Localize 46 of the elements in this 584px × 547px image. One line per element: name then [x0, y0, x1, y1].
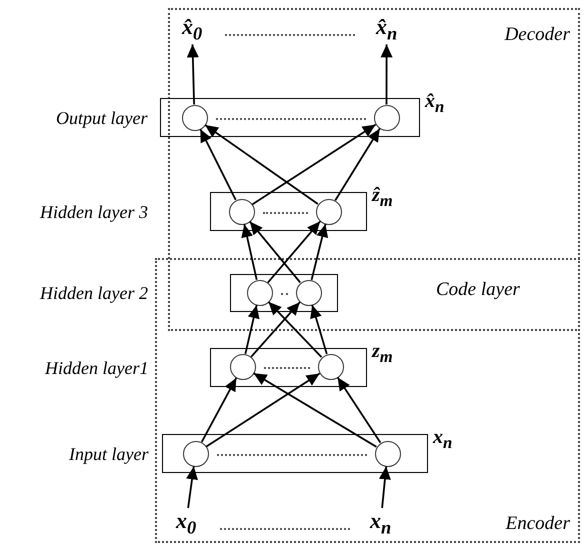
- neuron-circle: [230, 354, 256, 380]
- region-label: Encoder: [506, 513, 570, 535]
- symbol-text: x̂$_{n}$: [376, 14, 398, 44]
- arrow: [310, 224, 328, 280]
- arrow: [380, 44, 393, 104]
- arrow: [253, 372, 377, 448]
- layer-label: Input layer: [69, 442, 148, 464]
- layer-label: Hidden layer1: [45, 356, 148, 378]
- neuron-circle: [374, 440, 400, 466]
- arrow: [249, 220, 301, 284]
- arrow: [200, 377, 238, 443]
- neuron-circle: [318, 354, 344, 380]
- arrow: [200, 128, 236, 200]
- arrow: [252, 124, 376, 206]
- arrow: [378, 466, 391, 508]
- arrow: [241, 224, 258, 280]
- layer-symbol: ẑ$_{m}$: [372, 184, 393, 211]
- layer-symbol: x̂$_{n}$: [425, 90, 444, 117]
- arrow: [268, 301, 322, 358]
- arrow: [206, 372, 320, 448]
- region-label: Code layer: [436, 279, 520, 301]
- arrow: [186, 44, 199, 105]
- layer-symbol: z$_{m}$: [372, 340, 393, 367]
- arrow: [336, 376, 382, 444]
- neuron-circle: [374, 104, 400, 130]
- layer-label: Hidden layer 2: [40, 282, 148, 304]
- neuron-circle: [246, 280, 272, 306]
- arrow: [334, 128, 380, 201]
- layer-label: Output layer: [56, 106, 148, 128]
- neuron-circle: [228, 198, 254, 224]
- arrow: [186, 466, 198, 508]
- region-label: Decoder: [504, 24, 570, 46]
- neuron-circle: [296, 280, 322, 306]
- symbol-text: x$_{n}$: [370, 508, 392, 538]
- symbol-text: x$_{0}$: [176, 508, 196, 538]
- neuron-circle: [316, 198, 342, 224]
- neuron-circle: [182, 104, 208, 130]
- arrow: [244, 305, 260, 354]
- arrow: [250, 302, 300, 358]
- arrow: [267, 220, 321, 284]
- arrow: [204, 124, 318, 205]
- layer-symbol: x$_{n}$: [433, 426, 452, 453]
- arrow: [310, 304, 328, 354]
- symbol-text: x̂$_{0}$: [182, 14, 202, 44]
- layer-label: Hidden layer 3: [40, 200, 148, 222]
- neuron-circle: [182, 440, 208, 466]
